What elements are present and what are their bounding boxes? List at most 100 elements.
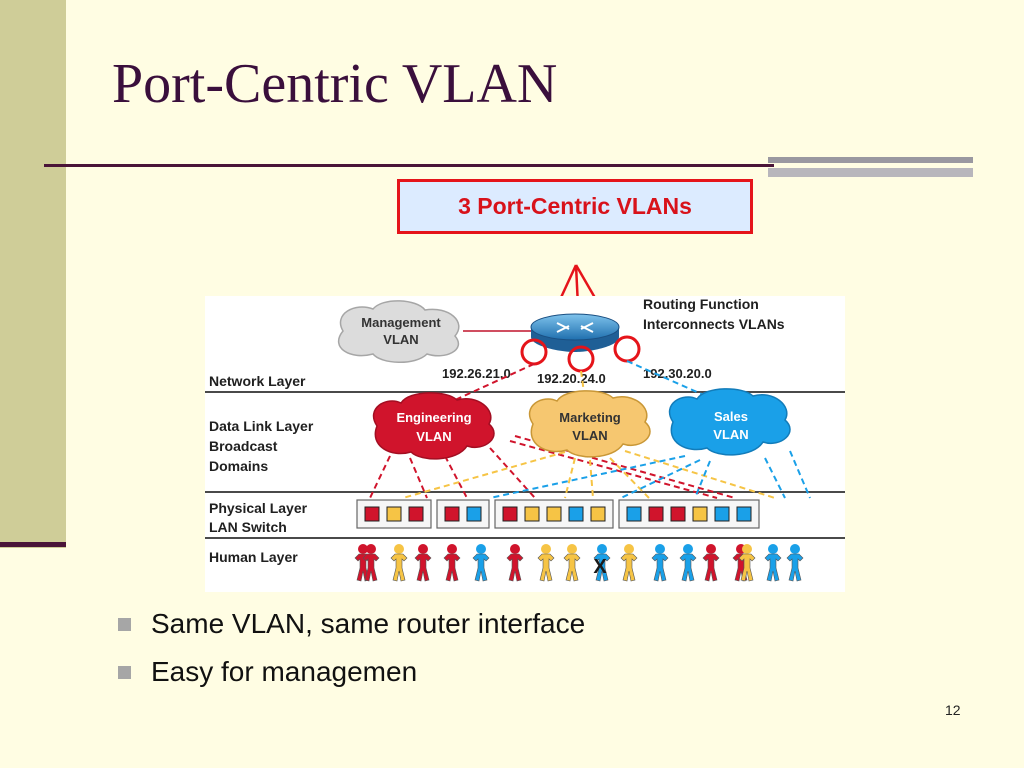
person-head	[655, 544, 665, 554]
title-divider	[44, 164, 774, 167]
lan-switch	[618, 499, 760, 529]
person-icon	[620, 544, 638, 582]
title-divider-accent-top	[768, 157, 973, 163]
sales-cloud-label-1: Sales	[714, 409, 748, 424]
person-head	[541, 544, 551, 554]
switch-port	[364, 506, 380, 522]
person-head	[597, 544, 607, 554]
person-body	[414, 553, 432, 582]
person-icon	[537, 544, 555, 582]
person-head	[790, 544, 800, 554]
callout-text: 3 Port-Centric VLANs	[458, 193, 692, 219]
slide-title: Port-Centric VLAN	[112, 53, 558, 115]
person-body	[537, 553, 555, 582]
subnet-sales: 192.30.20.0	[643, 366, 712, 381]
person-head	[742, 544, 752, 554]
switch-port	[466, 506, 482, 522]
router-label-line1: Routing Function	[643, 296, 759, 312]
bullet-list: Same VLAN, same router interface Easy fo…	[118, 600, 585, 696]
person-body	[593, 553, 611, 582]
person-head	[624, 544, 634, 554]
person-body	[651, 553, 669, 582]
layer-label-physical: Physical Layer	[209, 500, 308, 516]
person-body	[786, 553, 804, 582]
person-body	[443, 553, 461, 582]
person-icon	[390, 544, 408, 582]
person-icon	[651, 544, 669, 582]
disconnected-user-mark: X	[593, 556, 607, 578]
person-head	[358, 544, 368, 554]
bullet-marker	[118, 665, 131, 679]
bullet-item: Same VLAN, same router interface	[118, 600, 585, 648]
subnet-marketing: 192.20.24.0	[537, 371, 606, 386]
switch-port	[568, 506, 584, 522]
switch-port	[670, 506, 686, 522]
person-head	[394, 544, 404, 554]
switch-port	[736, 506, 752, 522]
person-body	[506, 553, 524, 582]
switch-port	[444, 506, 460, 522]
management-cloud-label-1: Management	[361, 315, 441, 330]
marketing-cloud-label-1: Marketing	[559, 410, 620, 425]
person-icon	[563, 544, 581, 582]
person-head	[567, 544, 577, 554]
layer-label-datalink: Data Link Layer	[209, 418, 314, 434]
person-body	[563, 553, 581, 582]
bullet-item: Easy for managemen	[118, 648, 585, 696]
router-icon	[530, 313, 620, 352]
bullet-text: Easy for managemen	[151, 656, 418, 687]
person-icon	[593, 544, 611, 582]
page-number: 12	[945, 702, 961, 718]
sales-cloud-label-2: VLAN	[713, 427, 748, 442]
switch-port	[502, 506, 518, 522]
person-icon	[506, 544, 524, 582]
person-icon	[472, 544, 490, 582]
person-head	[418, 544, 428, 554]
layer-label-network: Network Layer	[209, 373, 306, 389]
vlan-diagram: Network Layer Data Link Layer Broadcast …	[205, 296, 845, 592]
bullet-text: Same VLAN, same router interface	[151, 608, 586, 639]
sales-vlan-cloud: Sales VLAN	[668, 388, 791, 456]
layer-label-human: Human Layer	[209, 549, 298, 565]
lan-switches	[356, 499, 760, 529]
person-icon	[786, 544, 804, 582]
layer-label-domains: Domains	[209, 458, 268, 474]
person-body	[702, 553, 720, 582]
person-head	[510, 544, 520, 554]
switch-port	[408, 506, 424, 522]
switch-port	[714, 506, 730, 522]
callout-box: 3 Port-Centric VLANs	[397, 179, 753, 234]
switch-port	[692, 506, 708, 522]
side-accent-bar	[0, 0, 66, 548]
person-head	[768, 544, 778, 554]
switch-port	[524, 506, 540, 522]
person-head	[366, 544, 376, 554]
switch-port	[626, 506, 642, 522]
human-layer-people	[354, 544, 804, 582]
person-body	[764, 553, 782, 582]
person-head	[683, 544, 693, 554]
management-vlan-cloud: Management VLAN	[337, 300, 460, 363]
person-icon	[702, 544, 720, 582]
layer-label-lan-switch: LAN Switch	[209, 519, 287, 535]
router-label-line2: Interconnects VLANs	[643, 316, 785, 332]
engineering-cloud-label-1: Engineering	[396, 410, 471, 425]
person-body	[738, 553, 756, 582]
bullet-marker	[118, 617, 131, 631]
person-icon	[764, 544, 782, 582]
management-cloud-label-2: VLAN	[383, 332, 418, 347]
person-icon	[738, 544, 756, 582]
engineering-vlan-cloud: Engineering VLAN	[372, 392, 495, 460]
layer-label-broadcast: Broadcast	[209, 438, 278, 454]
switch-port	[546, 506, 562, 522]
subnet-engineering: 192.26.21.0	[442, 366, 511, 381]
person-head	[706, 544, 716, 554]
engineering-cloud-label-2: VLAN	[416, 429, 451, 444]
person-icon	[362, 544, 380, 582]
marketing-cloud-label-2: VLAN	[572, 428, 607, 443]
person-icon	[679, 544, 697, 582]
person-head	[447, 544, 457, 554]
person-head	[476, 544, 486, 554]
person-body	[679, 553, 697, 582]
person-icon	[414, 544, 432, 582]
